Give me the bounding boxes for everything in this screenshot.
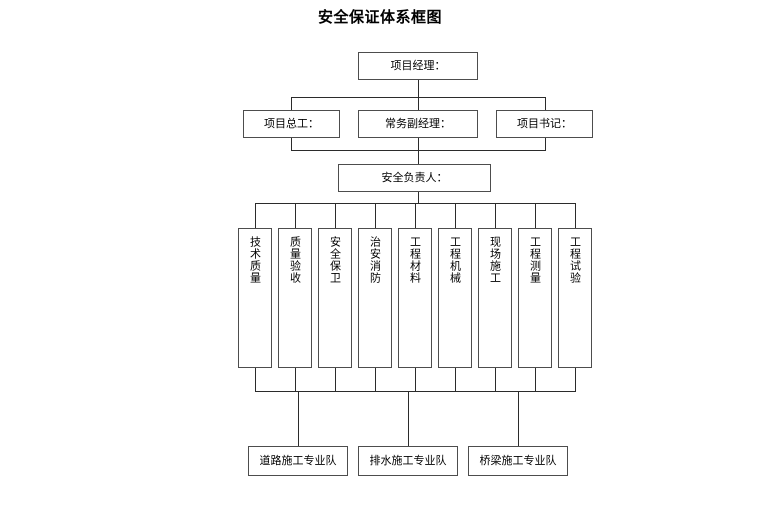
connector-dept-drop-8 (535, 203, 536, 228)
node-label: 工程测量 (528, 236, 542, 284)
node-label: 现场施工 (488, 236, 502, 284)
connector-dept-drop-2 (295, 203, 296, 228)
node-label: 常务副经理： (385, 117, 451, 130)
node-label: 项目经理： (390, 59, 446, 72)
connector-l2-drop-left (291, 97, 292, 110)
node-label: 技术质量 (248, 236, 262, 284)
connector-dept-up-5 (415, 368, 416, 392)
node-team-bridge-construction[interactable]: 桥梁施工专业队 (468, 446, 568, 476)
connector-dept-up-3 (335, 368, 336, 392)
node-team-road-construction[interactable]: 道路施工专业队 (248, 446, 348, 476)
node-label: 安全保卫 (328, 236, 342, 284)
connector-l3-drop-down (418, 192, 419, 203)
connector-dept-up-9 (575, 368, 576, 392)
connector-l3-drop (418, 150, 419, 164)
connector-dept-up-2 (295, 368, 296, 392)
node-label: 治安消防 (368, 236, 382, 284)
connector-dept-up-1 (255, 368, 256, 392)
connector-l2-up-mid (418, 138, 419, 151)
connector-dept-drop-5 (415, 203, 416, 228)
connector-l2-up-right (545, 138, 546, 151)
node-dept-technical-quality[interactable]: 技术质量 (238, 228, 272, 368)
node-label: 工程材料 (408, 236, 422, 284)
node-dept-quality-acceptance[interactable]: 质量验收 (278, 228, 312, 368)
connector-dept-drop-3 (335, 203, 336, 228)
node-dept-engineering-materials[interactable]: 工程材料 (398, 228, 432, 368)
connector-dept-up-6 (455, 368, 456, 392)
page-title: 安全保证体系框图 (317, 8, 442, 26)
node-dept-safety-security[interactable]: 安全保卫 (318, 228, 352, 368)
connector-dept-up-8 (535, 368, 536, 392)
connector-dept-up-4 (375, 368, 376, 392)
connector-l1-drop (418, 80, 419, 98)
node-label: 排水施工专业队 (369, 454, 447, 467)
node-safety-officer[interactable]: 安全负责人： (338, 164, 491, 192)
node-project-secretary[interactable]: 项目书记： (496, 110, 593, 138)
node-label: 项目书记： (517, 117, 572, 130)
node-dept-engineering-survey[interactable]: 工程测量 (518, 228, 552, 368)
node-project-chief-engineer[interactable]: 项目总工： (243, 110, 340, 138)
connector-l5-bus (255, 391, 575, 392)
node-label: 质量验收 (288, 236, 302, 284)
node-label: 桥梁施工专业队 (479, 454, 557, 467)
node-label: 工程试验 (568, 236, 582, 284)
connector-dept-drop-7 (495, 203, 496, 228)
node-project-manager[interactable]: 项目经理： (358, 52, 478, 80)
node-label: 道路施工专业队 (259, 454, 337, 467)
node-team-drainage-construction[interactable]: 排水施工专业队 (358, 446, 458, 476)
connector-dept-drop-4 (375, 203, 376, 228)
node-label: 安全负责人： (381, 171, 448, 184)
connector-l2-drop-right (545, 97, 546, 110)
connector-dept-drop-6 (455, 203, 456, 228)
node-dept-engineering-testing[interactable]: 工程试验 (558, 228, 592, 368)
connector-team-drop-2 (408, 391, 409, 446)
connector-team-drop-1 (298, 391, 299, 446)
connector-l2-drop-mid (418, 97, 419, 110)
node-label: 项目总工： (264, 117, 319, 130)
connector-dept-drop-9 (575, 203, 576, 228)
connector-l2-up-left (291, 138, 292, 151)
node-dept-site-construction[interactable]: 现场施工 (478, 228, 512, 368)
node-executive-deputy-manager[interactable]: 常务副经理： (358, 110, 478, 138)
node-dept-public-security-fire[interactable]: 治安消防 (358, 228, 392, 368)
connector-dept-up-7 (495, 368, 496, 392)
connector-team-drop-3 (518, 391, 519, 446)
node-dept-engineering-machinery[interactable]: 工程机械 (438, 228, 472, 368)
node-label: 工程机械 (448, 236, 462, 284)
connector-dept-drop-1 (255, 203, 256, 228)
